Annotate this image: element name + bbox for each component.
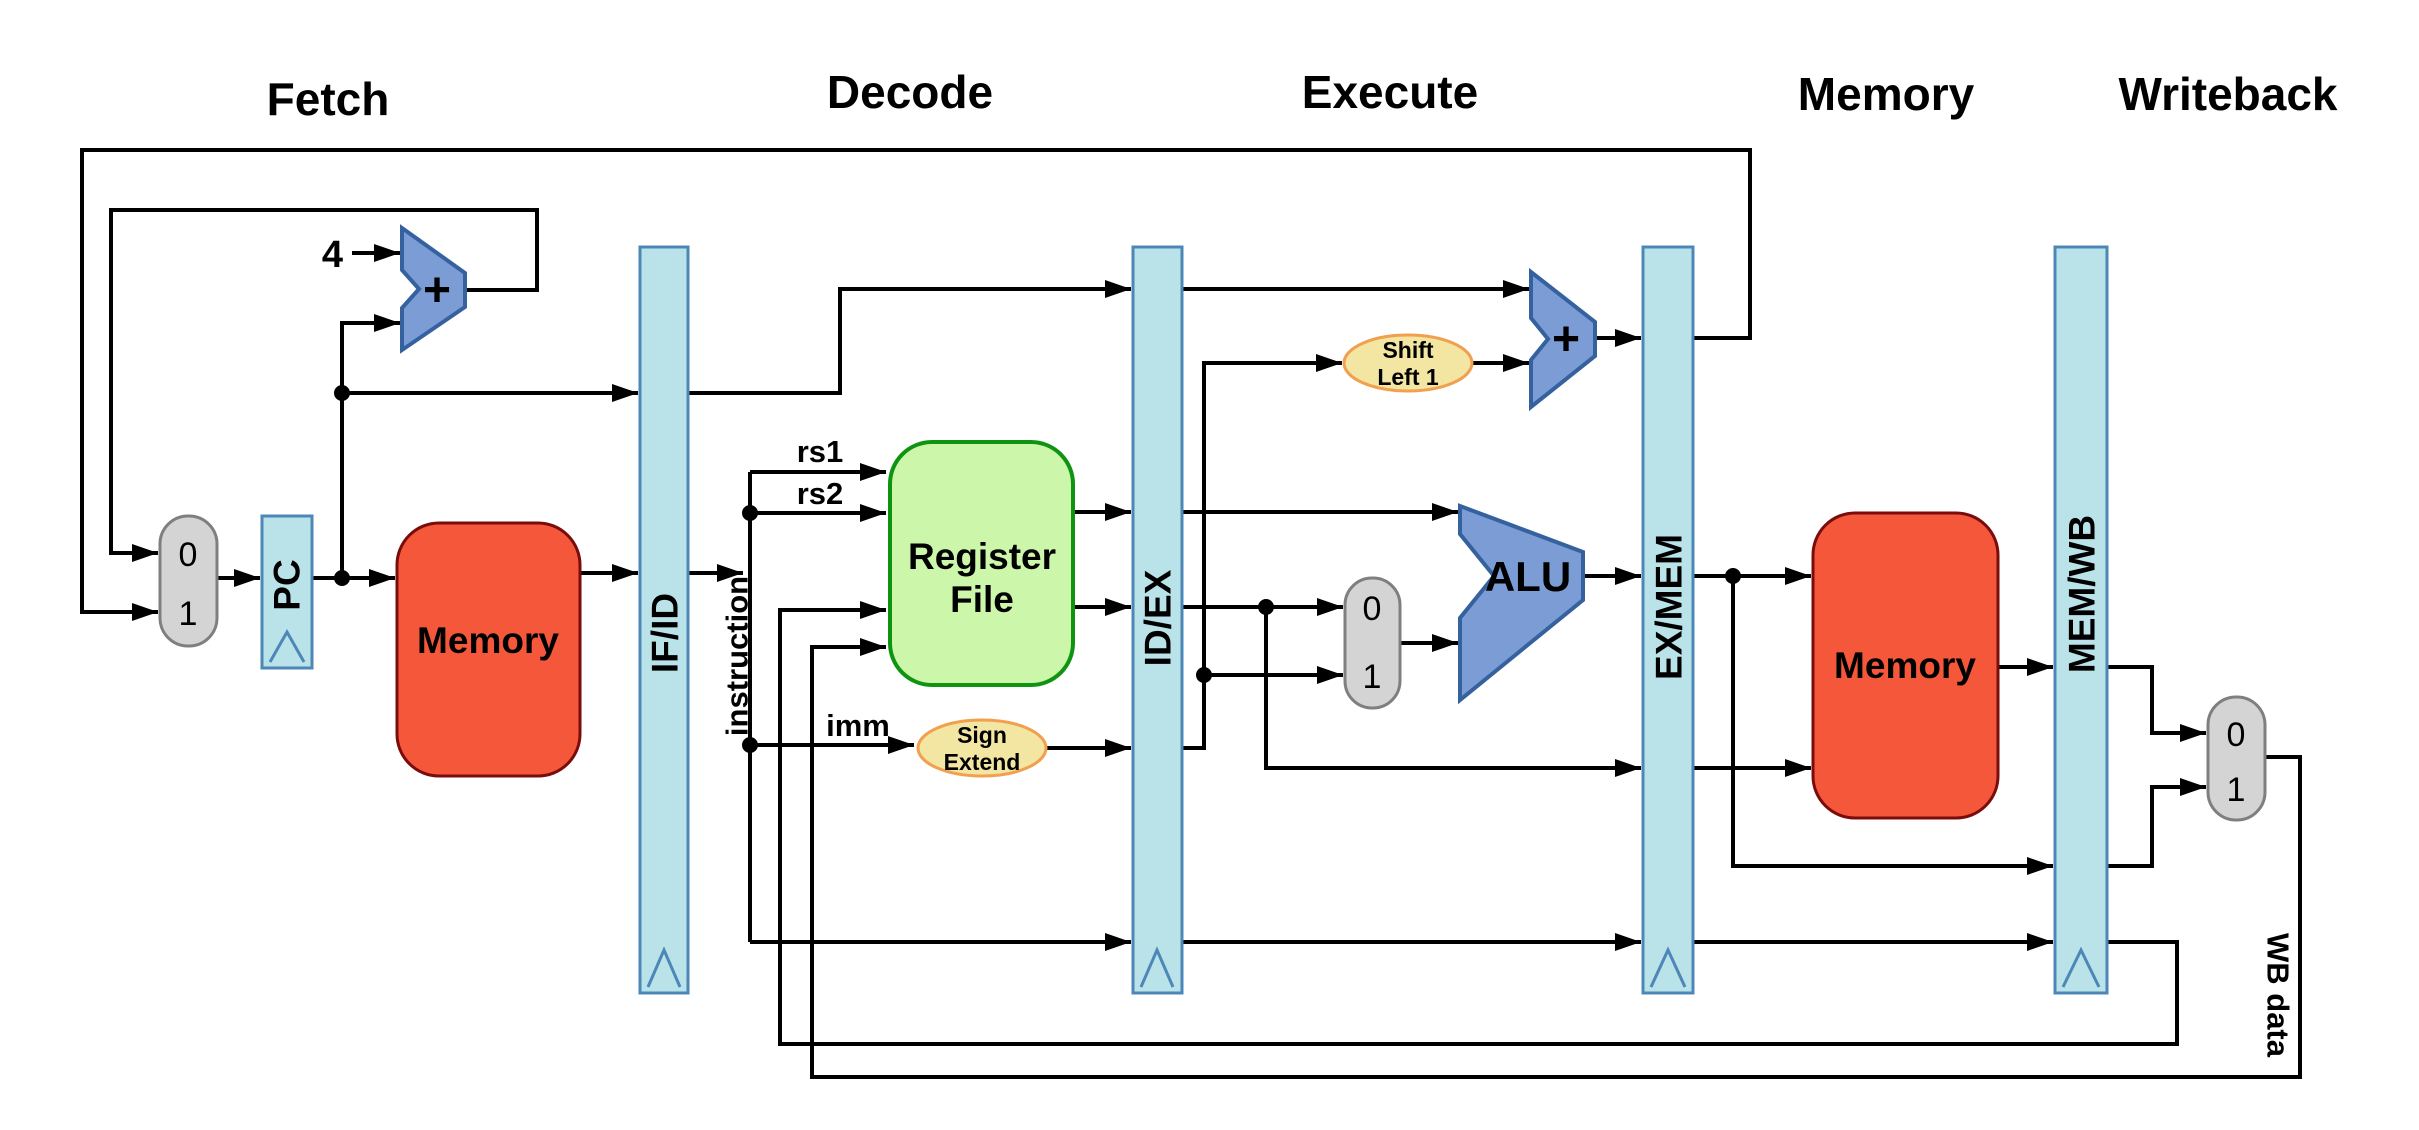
shift-left-1 [1342, 333, 1474, 393]
const-four-label: 4 [322, 234, 343, 276]
stage-label-execute: Execute [1302, 66, 1478, 118]
instruction-wire-label: instruction [720, 576, 755, 736]
wire-pc-to-adder [340, 314, 400, 578]
junction-rd2 [1258, 599, 1274, 615]
wire-branch-target-feedback [80, 148, 1752, 621]
idex-register [1131, 245, 1184, 995]
shift-left-label-line1: Shift [1382, 337, 1433, 363]
memwb-clock-icon [2061, 946, 2101, 988]
memwb-register [2053, 245, 2109, 995]
wb-data-wire-label: WB data [2261, 933, 2296, 1058]
wire-memdata-to-wbmux [2107, 665, 2206, 742]
decode-stage: instruction rs1 rs2 imm Register File Si… [720, 434, 1075, 778]
junction-imm-alumux [1196, 667, 1212, 683]
memwb-label: MEM/WB [2062, 515, 2103, 673]
ifid-label: IF/ID [645, 593, 686, 673]
junction-pc-out [334, 570, 350, 586]
junction-aluresult [1725, 568, 1741, 584]
wire-aluresult-to-memwb [1731, 576, 2053, 875]
idex-clock-icon [1139, 946, 1175, 988]
exmem-register [1641, 245, 1695, 995]
fetch-stage: 0 1 PC 4 + Memory [158, 224, 582, 778]
stage-label-fetch: Fetch [267, 73, 390, 125]
wire-pc-ifid-to-idex [688, 280, 1131, 395]
execute-stage: Shift Left 1 + 0 1 ALU [1342, 267, 1597, 710]
pc-adder-plus: + [423, 264, 451, 317]
alu [1458, 503, 1585, 705]
instruction-memory [395, 521, 582, 778]
writeback-mux [2206, 695, 2267, 822]
register-file [888, 440, 1075, 687]
wb-mux-input1-label: 1 [2227, 771, 2246, 809]
alu-label: ALU [1485, 553, 1571, 600]
junction-rs2 [742, 505, 758, 521]
imm-wire-label: imm [826, 708, 890, 743]
data-memory [1811, 511, 2000, 820]
alu-operand-mux [1343, 576, 1402, 710]
idex-label: ID/EX [1138, 569, 1179, 666]
rs1-wire-label: rs1 [797, 434, 844, 469]
junction-pc-value [334, 385, 350, 401]
pc-register [260, 514, 314, 670]
pipeline-register-bars: IF/ID ID/EX EX/MEM MEM/WB [638, 245, 2109, 995]
wire-pc-plus-4-loop [109, 208, 539, 562]
writeback-stage: 0 1 WB data [2206, 695, 2296, 1058]
wire-rd-return [778, 601, 2179, 1046]
pc-mux-input0-label: 0 [179, 536, 198, 574]
ifid-clock-icon [646, 946, 682, 988]
sign-extend-label-line2: Extend [944, 749, 1021, 775]
stage-headers: Fetch Decode Execute Memory Writeback [267, 66, 2338, 125]
stage-label-decode: Decode [827, 66, 993, 118]
wire-wbdata-return [810, 638, 2302, 1079]
exmem-clock-icon [1649, 946, 1687, 988]
pc-label: PC [267, 559, 308, 610]
alu-mux-input0-label: 0 [1363, 590, 1382, 628]
sign-extend [916, 718, 1048, 778]
stage-label-writeback: Writeback [2118, 68, 2337, 120]
branch-adder-plus: + [1552, 313, 1580, 366]
wb-mux-input0-label: 0 [2227, 716, 2246, 754]
register-file-label-line2: File [950, 579, 1014, 620]
rs2-wire-label: rs2 [797, 476, 844, 511]
instruction-memory-label: Memory [417, 620, 559, 661]
wires [80, 148, 2302, 1079]
pc-clock-icon [268, 628, 306, 663]
branch-adder [1529, 267, 1597, 412]
pc-mux-input1-label: 1 [179, 595, 198, 633]
sign-extend-label-line1: Sign [957, 722, 1007, 748]
pc-source-mux [158, 514, 219, 648]
stage-label-memory: Memory [1798, 68, 1975, 120]
wire-storedata-to-exmem [1264, 607, 1641, 777]
alu-mux-input1-label: 1 [1363, 658, 1382, 696]
memory-stage: Memory [1811, 511, 2000, 820]
wire-imm-to-shiftleft [1182, 354, 1342, 750]
register-file-label-line1: Register [908, 536, 1056, 577]
data-memory-label: Memory [1834, 645, 1976, 686]
shift-left-label-line2: Left 1 [1377, 364, 1439, 390]
junction-imm [742, 737, 758, 753]
pc-adder [400, 224, 467, 354]
exmem-label: EX/MEM [1649, 534, 1690, 680]
wire-aluresult-to-wbmux [2107, 778, 2206, 868]
ifid-register [638, 245, 690, 995]
